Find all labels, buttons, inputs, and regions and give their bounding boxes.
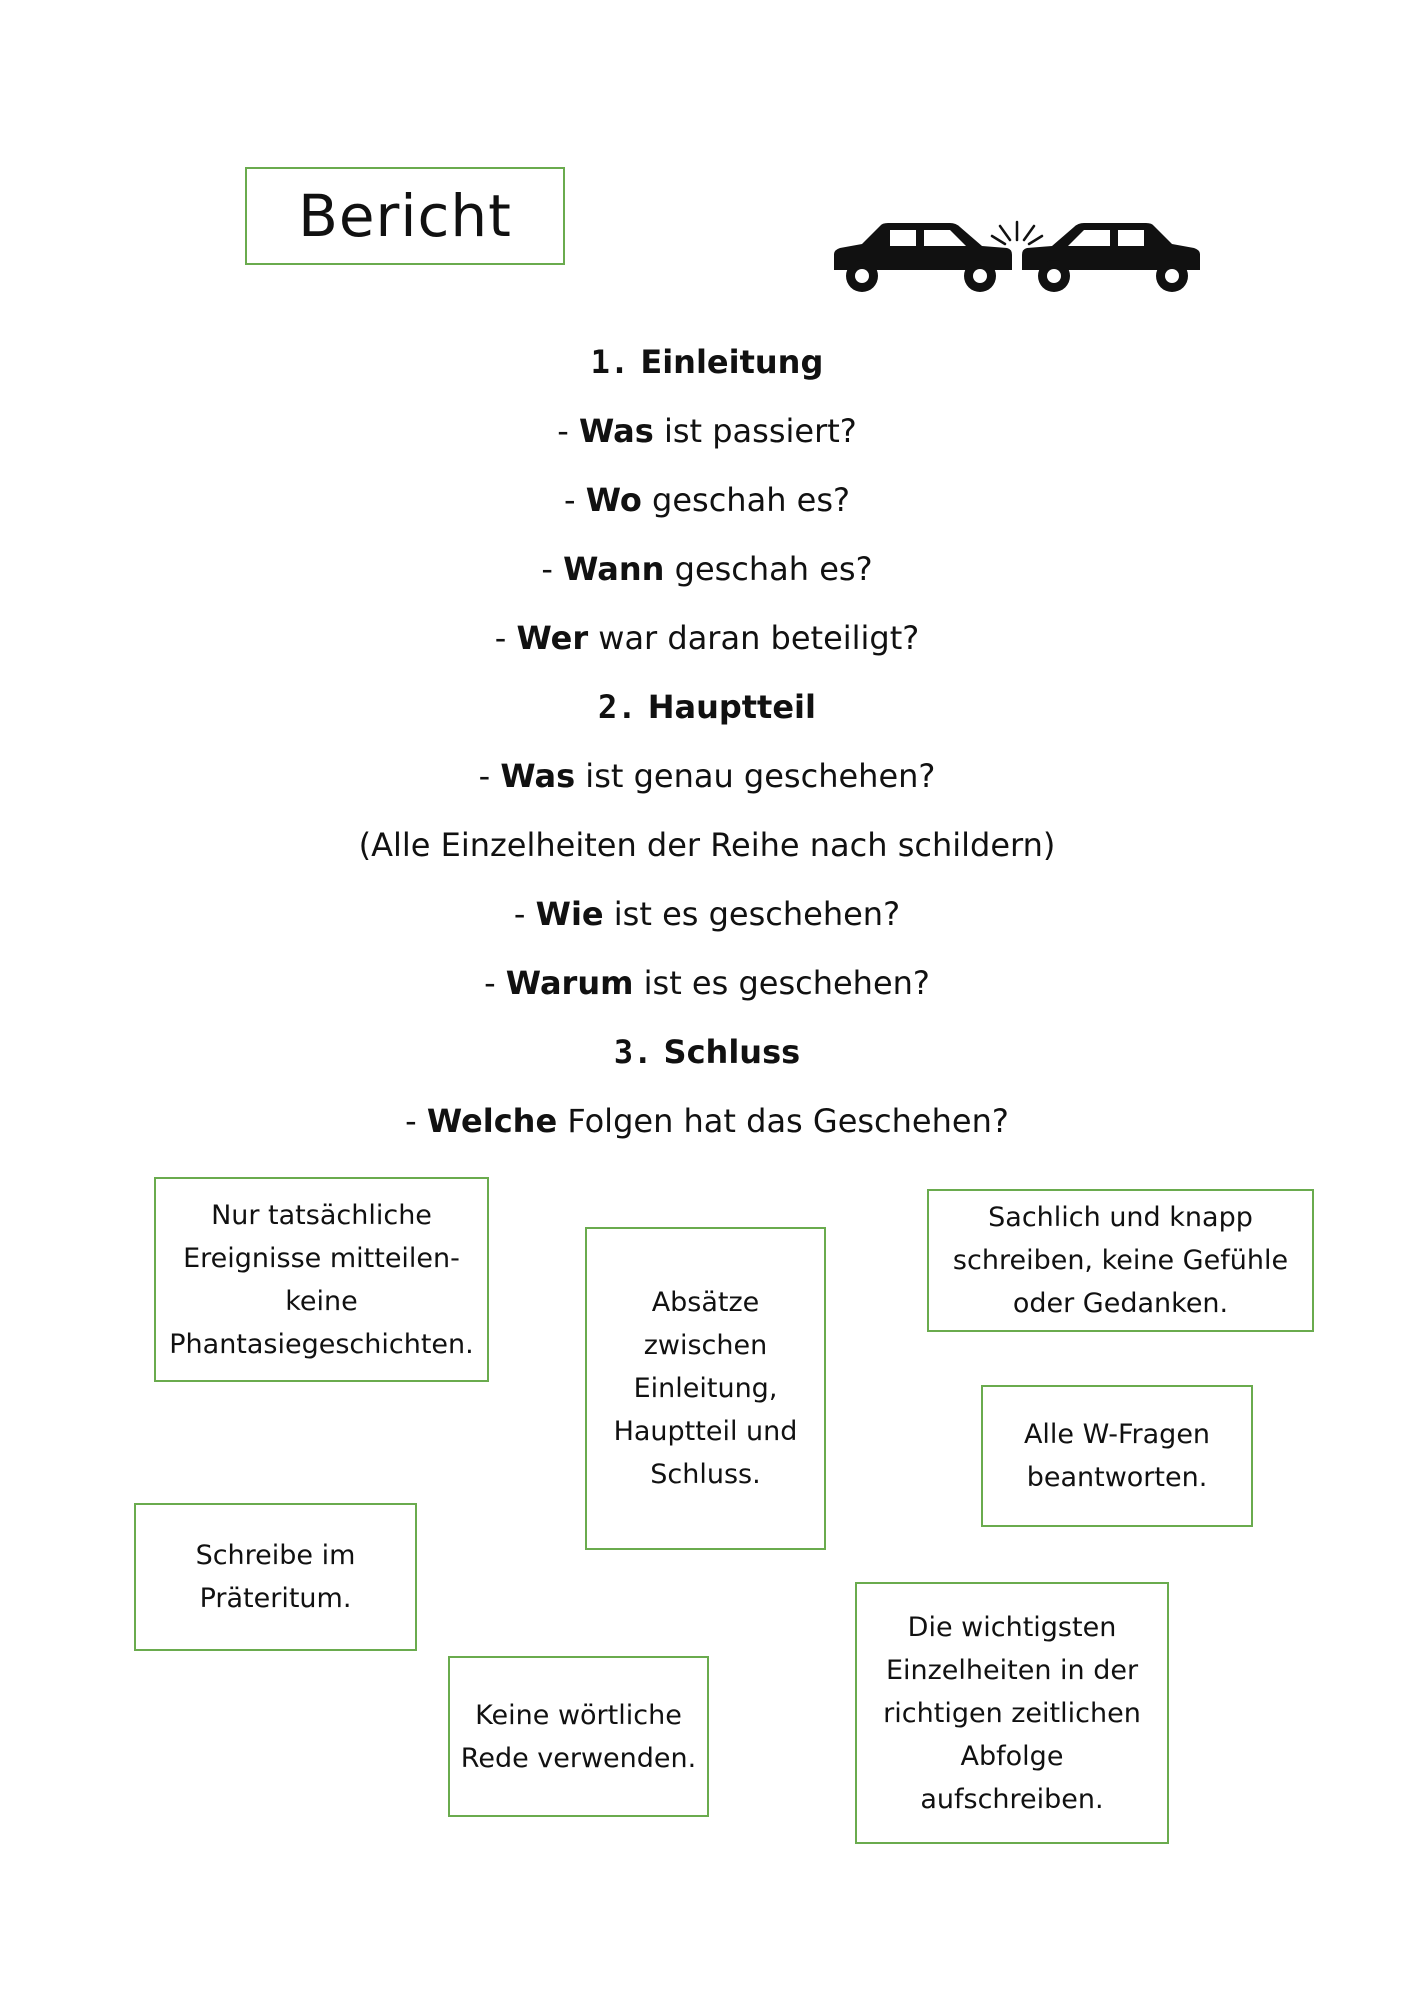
car-crash-icon xyxy=(834,220,1200,292)
list-item: - Wann geschah es? xyxy=(541,550,873,588)
list-item: - Was ist passiert? xyxy=(557,412,857,450)
list-item: (Alle Einzelheiten der Reihe nach schild… xyxy=(358,826,1056,864)
page-title: Bericht xyxy=(298,182,512,250)
list-item: - Wie ist es geschehen? xyxy=(513,895,901,933)
title-box: Bericht xyxy=(245,167,565,265)
list-item: - Was ist genau geschehen? xyxy=(478,757,936,795)
section-heading-einleitung: 1. Einleitung xyxy=(590,343,824,381)
tip-box: Absätze zwischen Einleitung, Hauptteil u… xyxy=(585,1227,826,1550)
tip-box: Sachlich und knapp schreiben, keine Gefü… xyxy=(927,1189,1314,1332)
section-heading-schluss: 3. Schluss xyxy=(613,1033,801,1071)
section-heading-hauptteil: 2. Hauptteil xyxy=(598,688,816,726)
tip-box: Keine wörtliche Rede verwenden. xyxy=(448,1656,709,1817)
list-item: - Welche Folgen hat das Geschehen? xyxy=(405,1102,1009,1140)
tip-box: Die wichtigsten Einzelheiten in der rich… xyxy=(855,1582,1169,1844)
list-item: - Warum ist es geschehen? xyxy=(484,964,930,1002)
tip-box: Schreibe im Präteritum. xyxy=(134,1503,417,1651)
tip-box: Nur tatsächliche Ereignisse mitteilen- k… xyxy=(154,1177,489,1382)
list-item: - Wer war daran beteiligt? xyxy=(494,619,920,657)
list-item: - Wo geschah es? xyxy=(564,481,850,519)
tip-box: Alle W-Fragen beantworten. xyxy=(981,1385,1253,1527)
